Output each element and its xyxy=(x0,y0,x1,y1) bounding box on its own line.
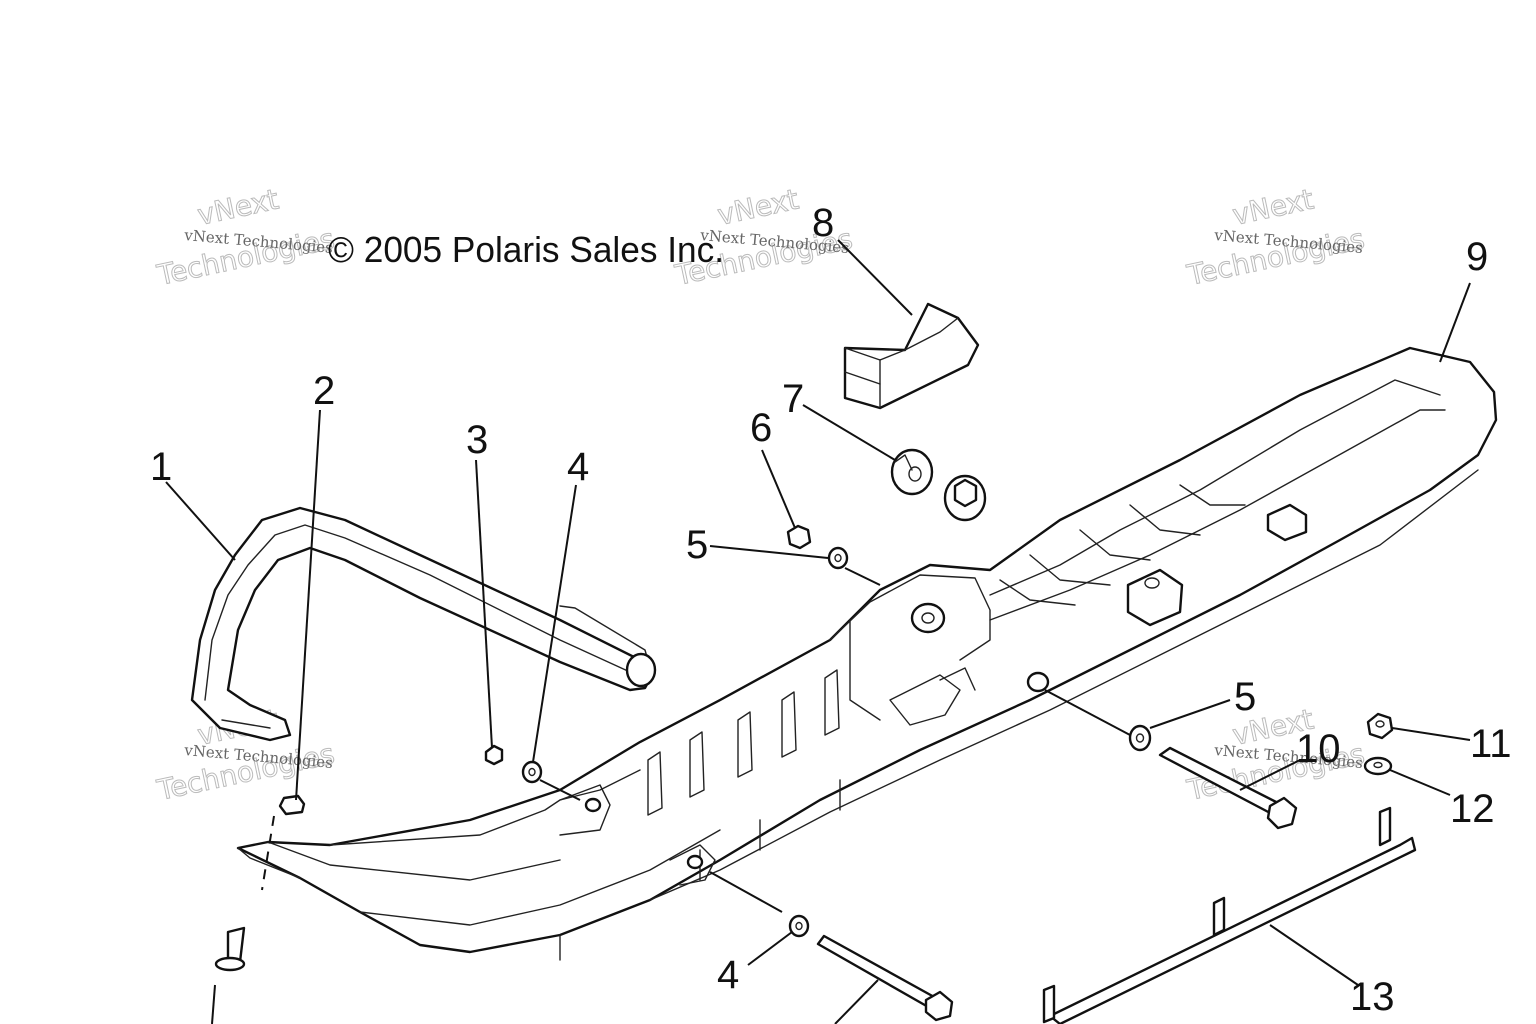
callout-5: 5 xyxy=(1234,675,1256,719)
callout-3: 3 xyxy=(466,418,488,462)
callout-10: 10 xyxy=(1296,727,1341,771)
callout-6: 6 xyxy=(750,406,772,450)
part-6-nut xyxy=(786,524,812,550)
part-13-runner xyxy=(1042,806,1417,1024)
part-2-bushing xyxy=(278,794,306,816)
callout-7: 7 xyxy=(782,377,804,421)
part-8-bumper xyxy=(843,302,980,410)
callout-13: 13 xyxy=(1350,975,1395,1019)
part-11-nut xyxy=(1366,712,1394,740)
watermark-text: vNext xyxy=(715,183,802,232)
callout-9: 9 xyxy=(1466,235,1488,279)
part-5-washer xyxy=(827,546,849,570)
part-4-washer xyxy=(521,760,543,784)
part-1-handle xyxy=(190,506,657,742)
callout-11: 11 xyxy=(1470,722,1512,766)
part-lower-bolt xyxy=(816,934,954,1022)
callout-2: 2 xyxy=(313,369,335,413)
watermark-right-top: vNext Technologies vNext Technologies xyxy=(1183,182,1368,292)
part-pivot-bolt xyxy=(214,926,246,972)
part-12-washer xyxy=(1363,756,1393,776)
callout-4: 4 xyxy=(717,953,739,997)
watermark-left-top: vNext Technologies vNext Technologies xyxy=(153,182,338,292)
watermark-text: vNext xyxy=(195,183,282,232)
leader-lines xyxy=(165,239,1471,1024)
part-10-bolt xyxy=(1158,746,1298,830)
copyright-text: © 2005 Polaris Sales Inc. xyxy=(328,229,724,270)
callout-1: 1 xyxy=(150,445,172,489)
callout-5: 5 xyxy=(686,523,708,567)
callout-8: 8 xyxy=(812,201,834,245)
watermark-text: vNext xyxy=(1230,183,1317,232)
callout-4: 4 xyxy=(567,445,589,489)
part-7-bushing xyxy=(890,448,934,496)
part-7-bushing-b xyxy=(943,474,987,522)
part-4-washer-lower xyxy=(788,914,810,938)
part-3-nut xyxy=(484,744,504,766)
part-9-ski-body xyxy=(236,346,1498,961)
part-5-washer-right xyxy=(1128,724,1152,752)
callout-12: 12 xyxy=(1450,787,1495,831)
